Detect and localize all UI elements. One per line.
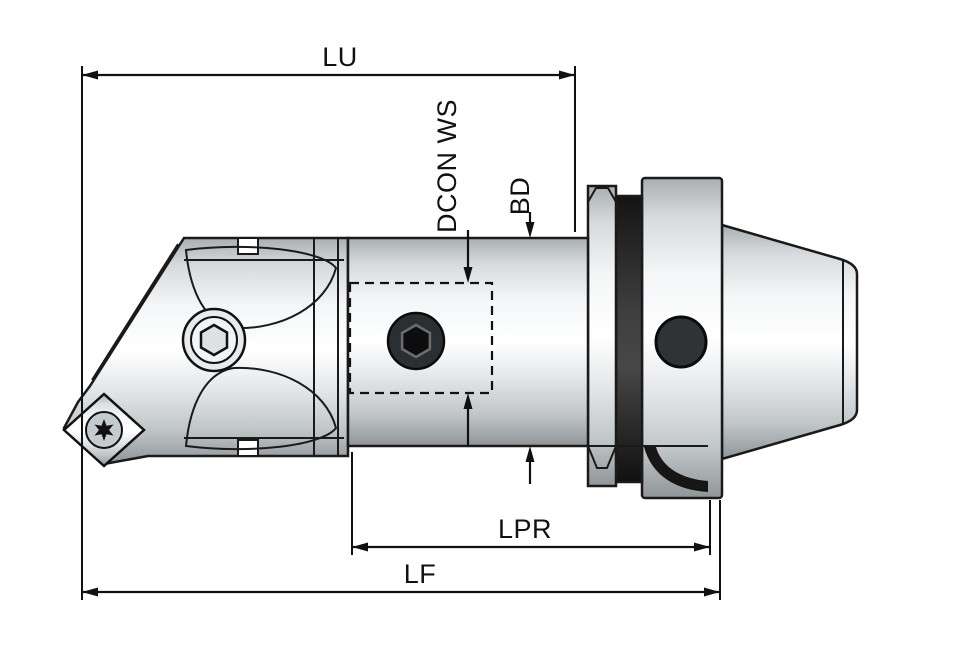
bd-label: BD	[505, 177, 535, 216]
lpr-arrow-right	[694, 542, 710, 552]
dimension-lf: LF	[82, 559, 720, 597]
upper-flute-pocket	[184, 245, 338, 330]
dimension-lu: LU	[82, 42, 575, 80]
drive-notch-circle	[654, 315, 708, 369]
dcon-ws-label: DCON WS	[432, 99, 462, 233]
collar-bottom-notch	[587, 445, 617, 469]
lu-arrow-left	[82, 70, 98, 80]
dcon-ws-arrow-up	[463, 393, 473, 409]
dashed-clamping-bore-outline	[348, 281, 494, 395]
lf-arrow-right	[704, 587, 720, 597]
lower-flute-pocket	[184, 366, 338, 451]
extension-lines	[81, 66, 721, 600]
taper-cone-body	[720, 223, 859, 461]
lf-label: LF	[404, 559, 437, 589]
torx-star-icon	[94, 419, 114, 441]
hex-socket-icon	[199, 323, 229, 357]
dimension-dcon-ws: DCON WS	[432, 99, 473, 446]
lf-arrow-left	[82, 587, 98, 597]
set-screw-hex-socket-icon	[400, 323, 432, 359]
oring-dark-ring	[614, 194, 644, 484]
collar-top-chamfer	[587, 187, 617, 203]
dimension-lpr: LPR	[352, 514, 710, 552]
dcon-ws-arrow-down	[463, 267, 473, 283]
head-bevel-edge	[91, 243, 179, 381]
hex-socket-screw	[181, 307, 247, 373]
bd-arrow-down	[525, 222, 535, 238]
hsk-flange	[586, 176, 724, 500]
cutting-insert	[62, 392, 146, 468]
gripper-groove-shadow	[644, 447, 708, 492]
cutter-head	[62, 236, 350, 468]
clamping-set-screw	[386, 311, 446, 371]
lu-arrow-right	[559, 70, 575, 80]
taper-cone	[720, 223, 859, 461]
lu-label: LU	[322, 42, 358, 72]
bd-arrow-up	[525, 446, 535, 462]
collar-ring	[586, 184, 618, 488]
dimension-bd: BD	[505, 177, 535, 484]
lpr-arrow-left	[352, 542, 368, 552]
lpr-label: LPR	[498, 514, 552, 544]
